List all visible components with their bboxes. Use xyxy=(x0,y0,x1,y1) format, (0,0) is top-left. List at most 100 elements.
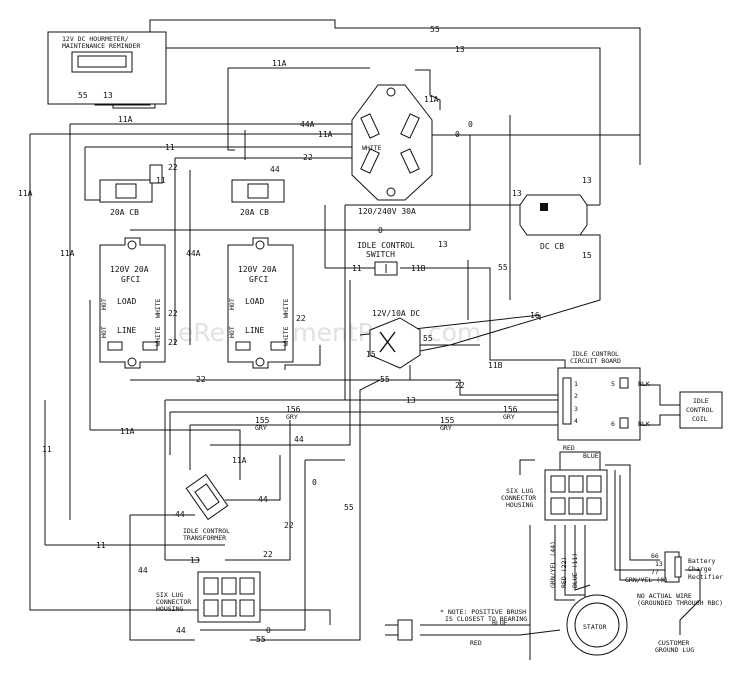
gfci-mid-white-line: WHITE xyxy=(282,326,290,346)
brush-note-2: IS CLOSEST TO BEARING xyxy=(445,615,527,623)
gfci-left-load: LOAD xyxy=(117,297,136,306)
stator: STATOR xyxy=(566,594,628,656)
wire-label-22-low3: 22 xyxy=(284,521,294,530)
idle-board-pin-1: 1 xyxy=(574,380,578,388)
wire-label-22-top: 22 xyxy=(303,153,313,162)
hourmeter-pin-55: 55 xyxy=(78,91,88,100)
dc-circuit-breaker: DC CB xyxy=(519,194,588,251)
rectifier-pin-66: 66 xyxy=(651,552,659,560)
stator-lead-red-22: RED (22) xyxy=(560,557,568,588)
gfci-left-rating: 120V 20A xyxy=(110,265,149,274)
wire-label-11a-left: 11A xyxy=(18,189,33,198)
gfci-mid-white-load: WHITE xyxy=(282,298,290,318)
stator-lead-blue-11: BLUE (11) xyxy=(571,553,579,588)
idle-board-pin-2: 2 xyxy=(574,392,578,400)
wire-label-13-dc2: 13 xyxy=(582,176,592,185)
wire-label-16: 16 xyxy=(530,311,540,320)
hourmeter-title-1: 12V DC HOURMETER/ xyxy=(62,35,129,43)
idle-control-coil: IDLE CONTROL COIL xyxy=(679,391,723,429)
wire-label-11a-c: 11A xyxy=(318,130,333,139)
wire-label-55-mid: 55 xyxy=(498,263,508,272)
wire-label-0-mid: 0 xyxy=(378,226,383,235)
wire-label-55-6lug-r: 55 xyxy=(256,635,266,644)
circuit-breaker-mid: 20A CB xyxy=(231,179,285,217)
no-wire-note-1: NO ACTUAL WIRE xyxy=(637,592,692,600)
idle-board-title-1: IDLE CONTROL xyxy=(572,350,619,358)
coil-label-3: COIL xyxy=(692,415,708,423)
wire-label-11-top: 11 xyxy=(165,143,175,152)
brush-assembly: * NOTE: POSITIVE BRUSH IS CLOSEST TO BEA… xyxy=(385,608,527,647)
dc-cb-label: DC CB xyxy=(540,242,564,251)
stator-lead-grnyel-44: GRN/YEL (44) xyxy=(549,541,557,588)
wire-label-11-left: 11 xyxy=(42,445,52,454)
gfci-mid-hot-line: HOT xyxy=(228,326,236,338)
gfci-left-line: LINE xyxy=(117,326,136,335)
wire-label-0-right: 0 xyxy=(455,130,460,139)
stator-lead-grnyel-0: GRN/YEL (0) xyxy=(625,576,668,584)
wire-label-13-dc: 13 xyxy=(512,189,522,198)
wire-label-156: 156 xyxy=(286,405,301,414)
hourmeter: 12V DC HOURMETER/ MAINTENANCE REMINDER 5… xyxy=(47,31,167,105)
wire-label-156-2: 156 xyxy=(503,405,518,414)
wire-label-44-6lug: 44 xyxy=(138,566,148,575)
circuit-breaker-left: 20A CB xyxy=(99,164,163,217)
wire-label-44-cb: 44 xyxy=(270,165,280,174)
rectifier-label-2: Charge xyxy=(688,565,712,573)
six-lug-right-3: HOUSING xyxy=(506,501,533,509)
gfci-mid: 120V 20A GFCI LOAD LINE HOT HOT WHITE WH… xyxy=(227,237,294,369)
wire-labels: 55 13 11A 11A 11A 11A 44A 11 22 0 0 0 13… xyxy=(18,25,592,644)
six-lug-left-2: CONNECTOR xyxy=(156,598,191,606)
wire-label-13-top: 13 xyxy=(455,45,465,54)
mid-cb-label: 20A CB xyxy=(240,208,269,217)
wire-label-15: 15 xyxy=(582,251,592,260)
wire-label-55-top: 55 xyxy=(430,25,440,34)
wire-label-55-low: 55 xyxy=(380,375,390,384)
hourmeter-title-2: MAINTENANCE REMINDER xyxy=(62,42,140,50)
wire-label-13-mid: 13 xyxy=(438,240,448,249)
idle-switch-label-1: IDLE CONTROL xyxy=(357,241,415,250)
wire-set xyxy=(29,19,701,660)
wire-label-gry-4: GRY xyxy=(440,424,452,432)
receptacle-white-tag: WHITE xyxy=(362,144,382,152)
idle-board-pin-5: 5 xyxy=(611,380,615,388)
watermark: eReplacementParts.com xyxy=(178,318,481,347)
wire-label-44-tr2: 44 xyxy=(175,510,185,519)
gfci-mid-hot-load: HOT xyxy=(228,298,236,310)
idle-board-pin-4: 4 xyxy=(574,417,578,425)
coil-label-1: IDLE xyxy=(693,397,709,405)
brush-lead-blue: BLUE xyxy=(492,619,508,627)
wire-label-11a-left2: 11A xyxy=(60,249,75,258)
stator-lead-red: RED xyxy=(563,444,575,452)
wire-label-22-gfci2: 22 xyxy=(168,309,178,318)
wire-label-gry-1: GRY xyxy=(286,413,298,421)
coil-label-2: CONTROL xyxy=(686,406,713,414)
wire-label-22-low: 22 xyxy=(196,375,206,384)
wire-label-22-gfci: 22 xyxy=(168,163,178,172)
receptacle-30a-label: 120/240V 30A xyxy=(358,207,416,216)
wire-label-11b-low: 11B xyxy=(488,361,503,370)
idle-board-pin-3: 3 xyxy=(574,405,578,413)
wire-label-11a-low: 11A xyxy=(120,427,135,436)
six-lug-left-3: HOUSING xyxy=(156,605,183,613)
gfci-left-gfci: GFCI xyxy=(121,275,140,284)
wire-label-13-low: 13 xyxy=(406,396,416,405)
transformer-label-1: IDLE CONTROL xyxy=(183,527,230,535)
wire-label-11a-top: 11A xyxy=(272,59,287,68)
rectifier-label-1: Battery xyxy=(688,557,715,565)
brush-note-1: * NOTE: POSITIVE BRUSH xyxy=(440,608,526,616)
brush-lead-red: RED xyxy=(470,639,482,647)
wire-label-11-cb: 11 xyxy=(156,176,166,185)
wire-label-0-low: 0 xyxy=(312,478,317,487)
idle-board-title-2: CIRCUIT BOARD xyxy=(570,357,621,365)
wire-label-0-top: 0 xyxy=(468,120,473,129)
wire-label-11-low: 11 xyxy=(96,541,106,550)
six-lug-left-1: SIX LUG xyxy=(156,591,183,599)
wire-label-11a-b: 11A xyxy=(118,115,133,124)
wire-label-22-cb: 22 xyxy=(296,314,306,323)
gfci-mid-rating: 120V 20A xyxy=(238,265,277,274)
gfci-mid-line: LINE xyxy=(245,326,264,335)
gfci-left-white-load: WHITE xyxy=(154,298,162,318)
gfci-mid-load: LOAD xyxy=(245,297,264,306)
wire-label-44a-mid: 44A xyxy=(186,249,201,258)
gfci-left-hot-line: HOT xyxy=(100,326,108,338)
